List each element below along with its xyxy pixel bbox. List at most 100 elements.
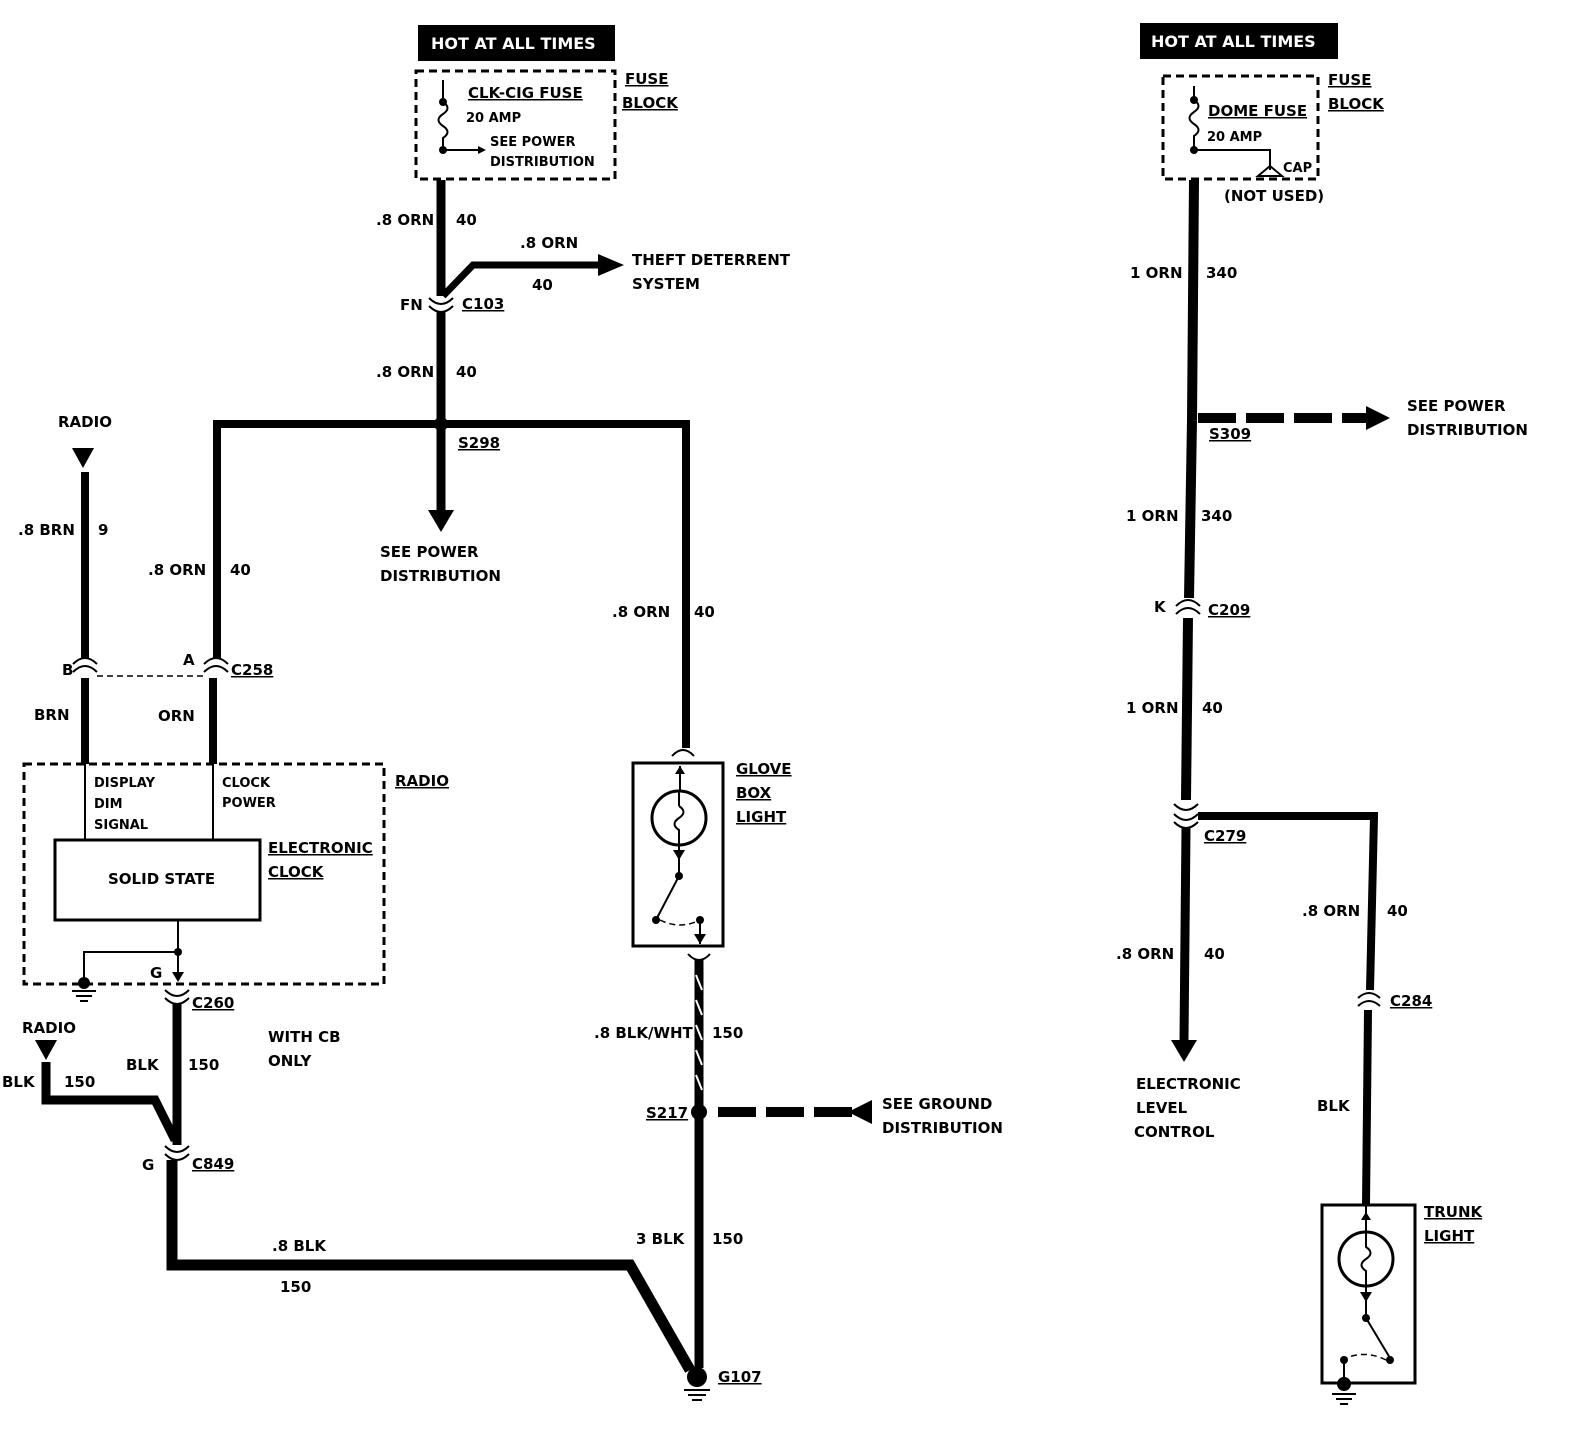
c260-label: C260 bbox=[192, 994, 234, 1012]
c260-connector bbox=[164, 989, 190, 1005]
blk-left: BLK bbox=[2, 1073, 36, 1091]
c103-pin: FN bbox=[400, 296, 423, 314]
clk-cig-fuse-name: CLK-CIG FUSE bbox=[468, 84, 583, 102]
elc-wire-circuit: 40 bbox=[1204, 945, 1225, 963]
glove-wire-circuit: 40 bbox=[694, 603, 715, 621]
glove-bottom-connector bbox=[687, 953, 711, 961]
glove-wire-size: .8 ORN bbox=[612, 603, 670, 621]
blk-mid: BLK bbox=[126, 1056, 160, 1074]
fuse-see-1: SEE POWER bbox=[490, 135, 575, 150]
ground-g107-icon bbox=[684, 1389, 710, 1401]
fuse-see-2: DISTRIBUTION bbox=[490, 155, 595, 170]
theft-wire-size: .8 ORN bbox=[520, 234, 578, 252]
s217-see-2: DISTRIBUTION bbox=[882, 1119, 1003, 1137]
trunk-light-box bbox=[1320, 1203, 1417, 1385]
blk3-size: 3 BLK bbox=[636, 1230, 686, 1248]
blk-bottom-circuit: 150 bbox=[280, 1278, 311, 1296]
wire-c279-elc bbox=[1179, 827, 1191, 1041]
glove-label-3: LIGHT bbox=[736, 808, 787, 826]
radio-ground-icon bbox=[72, 990, 96, 1002]
r-wire1-circuit: 340 bbox=[1206, 264, 1237, 282]
left-header-text: HOT AT ALL TIMES bbox=[431, 34, 596, 53]
radio-box-label: RADIO bbox=[395, 772, 449, 790]
glove-inner-arrow-down bbox=[673, 850, 685, 860]
c209-pin: K bbox=[1154, 598, 1167, 616]
theft-label-1: THEFT DETERRENT bbox=[632, 251, 791, 269]
c209-label: C209 bbox=[1208, 601, 1250, 619]
radio-bottom-label: RADIO bbox=[22, 1019, 76, 1037]
glove-switch-dashed bbox=[659, 919, 701, 926]
s217-arrowhead bbox=[848, 1100, 872, 1124]
wire-c284-trunk-light bbox=[1362, 1009, 1372, 1206]
glove-box-light-box bbox=[631, 761, 725, 948]
left-fuse-block-label-1: FUSE bbox=[625, 70, 668, 88]
blkwht-size: .8 BLK/WHT bbox=[594, 1024, 694, 1042]
glove-inner-arrow-bottom bbox=[694, 934, 706, 944]
left-header-box bbox=[418, 25, 615, 61]
r-wire3-circuit: 40 bbox=[1202, 699, 1223, 717]
wire-c279-trunk bbox=[1198, 812, 1379, 991]
c284-connector bbox=[1357, 992, 1381, 1007]
right-fuse-block-label-2: BLOCK bbox=[1328, 95, 1385, 113]
ground-g107-label: G107 bbox=[718, 1368, 762, 1386]
wire-s298-bus bbox=[213, 420, 690, 748]
glove-switch-arm bbox=[656, 875, 680, 919]
clk-cig-fuse-icon bbox=[437, 80, 449, 150]
s309-see-2: DISTRIBUTION bbox=[1407, 421, 1528, 439]
wire-c209-c279 bbox=[1181, 617, 1193, 801]
c209-connector bbox=[1175, 599, 1201, 615]
right-fuse-block-label-1: FUSE bbox=[1328, 71, 1371, 89]
clk-cig-fuse-rating: 20 AMP bbox=[466, 111, 521, 126]
glove-switch-dot-2 bbox=[652, 916, 660, 924]
c258-connector bbox=[72, 657, 229, 677]
theft-wire-circuit: 40 bbox=[532, 276, 553, 294]
glove-top-connector bbox=[671, 749, 695, 757]
wire-theft-deterrent bbox=[440, 261, 600, 299]
clock-ground-dot bbox=[174, 948, 182, 956]
r-wire2-circuit: 340 bbox=[1201, 507, 1232, 525]
wire-radio-blk bbox=[41, 1062, 180, 1143]
with-cb-1: WITH CB bbox=[268, 1028, 341, 1046]
radio-ground-dot bbox=[78, 977, 90, 989]
dome-fuse-name: DOME FUSE bbox=[1208, 102, 1307, 120]
wire2-size: .8 ORN bbox=[376, 363, 434, 381]
c284-label: C284 bbox=[1390, 992, 1432, 1010]
fuse-see-arrowhead bbox=[478, 146, 486, 154]
blk-bottom-size: .8 BLK bbox=[272, 1237, 327, 1255]
clock-power-2: POWER bbox=[222, 796, 276, 811]
blk-left-circuit: 150 bbox=[64, 1073, 95, 1091]
trunk-switch-dot-2 bbox=[1386, 1356, 1394, 1364]
brn-size: .8 BRN bbox=[18, 521, 75, 539]
elc-wire-size: .8 ORN bbox=[1116, 945, 1174, 963]
s298-see-arrowhead bbox=[428, 510, 454, 532]
c258-label: C258 bbox=[231, 661, 273, 679]
display-dim-3: SIGNAL bbox=[94, 818, 148, 833]
wire-c849-g107 bbox=[166, 1160, 695, 1373]
s298-see-1: SEE POWER bbox=[380, 543, 479, 561]
wire1-circuit: 40 bbox=[456, 211, 477, 229]
trunk-light-label-2: LIGHT bbox=[1424, 1227, 1475, 1245]
c849-pin: G bbox=[142, 1156, 154, 1174]
splice-s309-label: S309 bbox=[1209, 425, 1251, 443]
ground-g107-dot bbox=[687, 1367, 707, 1387]
c258-pin-a: A bbox=[183, 651, 195, 669]
electronic-clock-1: ELECTRONIC bbox=[268, 839, 373, 857]
r-wire1-size: 1 ORN bbox=[1130, 264, 1183, 282]
blkwht-circuit: 150 bbox=[712, 1024, 743, 1042]
elc-label-3: CONTROL bbox=[1134, 1123, 1215, 1141]
splice-s217-dot bbox=[691, 1104, 707, 1120]
brn-short: BRN bbox=[34, 706, 70, 724]
orn-short: ORN bbox=[158, 707, 195, 725]
elc-arrowhead bbox=[1171, 1040, 1197, 1062]
with-cb-2: ONLY bbox=[268, 1052, 313, 1070]
trunk-ground-dot bbox=[1337, 1377, 1351, 1391]
s309-arrowhead bbox=[1366, 406, 1390, 430]
left-fuse-block-label-2: BLOCK bbox=[622, 94, 679, 112]
trunk-light-label-1: TRUNK bbox=[1424, 1203, 1484, 1221]
dome-fuse-icon bbox=[1188, 86, 1200, 150]
c849-connector bbox=[164, 1145, 190, 1161]
elc-label-2: LEVEL bbox=[1136, 1099, 1188, 1117]
display-dim-2: DIM bbox=[94, 797, 123, 812]
wire-s309-c209 bbox=[1184, 419, 1197, 599]
electronic-clock-2: CLOCK bbox=[268, 863, 325, 881]
